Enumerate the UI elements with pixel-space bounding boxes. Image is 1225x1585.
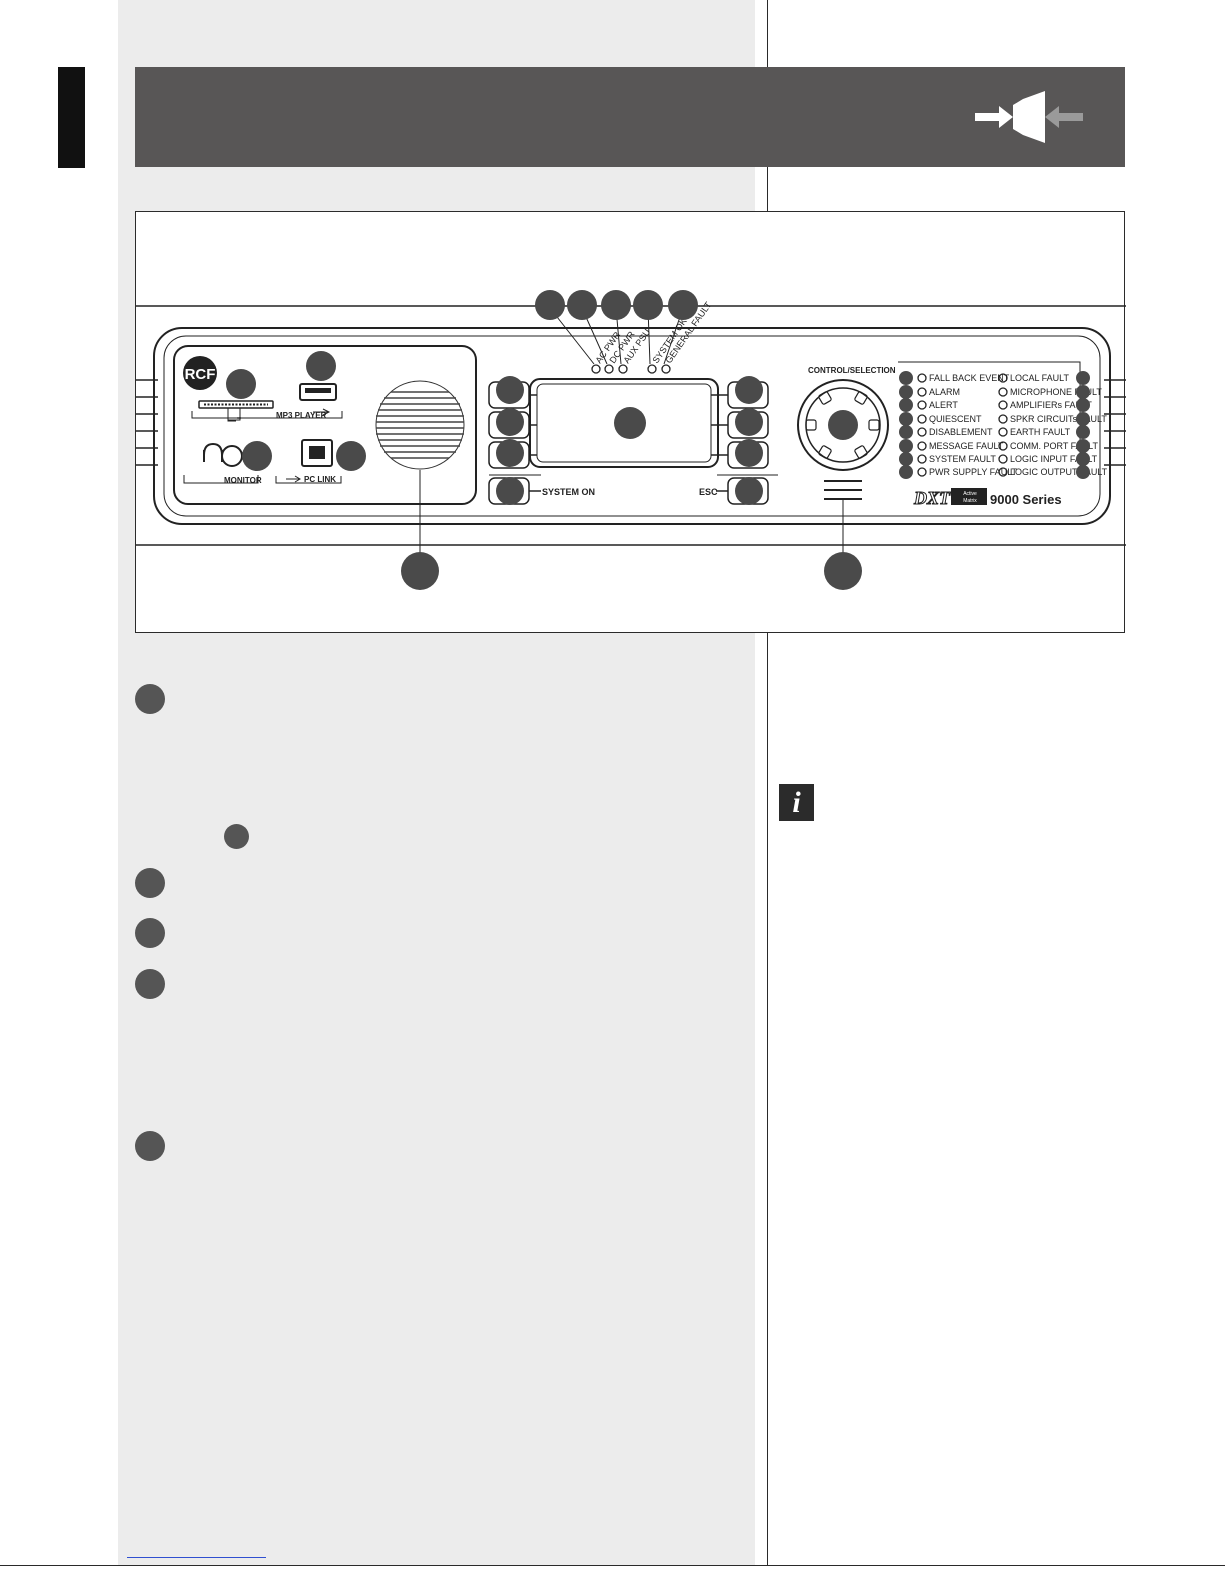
svg-text:ALERT: ALERT	[929, 400, 958, 410]
column-divider	[767, 0, 768, 1565]
svg-text:DISABLEMENT: DISABLEMENT	[929, 427, 993, 437]
list-bullet-5	[135, 1131, 165, 1161]
front-panel-figure: RCF SD MP3 PLAYER MONITOR PC LINK	[135, 211, 1126, 633]
sd-card-icon	[227, 407, 241, 421]
callout-speaker	[401, 552, 439, 590]
callout-microphone	[824, 552, 862, 590]
callout-4	[633, 290, 663, 320]
callout-1	[535, 290, 565, 320]
list-bullet-2	[135, 868, 165, 898]
svg-text:LOGIC OUTPUT FAULT: LOGIC OUTPUT FAULT	[1010, 467, 1108, 477]
svg-text:MP3 PLAYER: MP3 PLAYER	[276, 411, 327, 420]
rcf-logo: RCF	[185, 366, 216, 383]
svg-text:EARTH FAULT: EARTH FAULT	[1010, 427, 1071, 437]
list-sub-bullet	[224, 824, 249, 849]
callout-knob	[828, 410, 858, 440]
svg-text:MICROPHONE FAULT: MICROPHONE FAULT	[1010, 387, 1102, 397]
svg-text:DXT: DXT	[913, 488, 951, 508]
callout-pc-link	[336, 441, 366, 471]
usb-icon	[313, 408, 331, 416]
callout-display	[614, 407, 646, 439]
svg-text:FALL BACK EVENT: FALL BACK EVENT	[929, 373, 1010, 383]
svg-text:9000 Series: 9000 Series	[990, 492, 1062, 507]
callout-sd	[226, 369, 256, 399]
list-bullet-3	[135, 918, 165, 948]
svg-text:ESC: ESC	[699, 487, 718, 497]
list-bullet-1	[135, 684, 165, 714]
svg-text:MONITOR: MONITOR	[224, 476, 262, 485]
callout-2	[567, 290, 597, 320]
svg-text:SYSTEM ON: SYSTEM ON	[542, 487, 595, 497]
svg-text:PWR SUPPLY FAULT: PWR SUPPLY FAULT	[929, 467, 1018, 477]
svg-text:SD: SD	[237, 416, 242, 420]
callout-monitor	[242, 441, 272, 471]
svg-text:PC LINK: PC LINK	[304, 475, 336, 484]
svg-text:ALARM: ALARM	[929, 387, 960, 397]
svg-text:Matrix: Matrix	[963, 498, 977, 504]
list-bullet-4	[135, 969, 165, 999]
svg-text:COMM. PORT FAULT: COMM. PORT FAULT	[1010, 441, 1099, 451]
svg-text:LOCAL FAULT: LOCAL FAULT	[1010, 373, 1070, 383]
svg-text:LOGIC INPUT FAULT: LOGIC INPUT FAULT	[1010, 454, 1098, 464]
callout-3	[601, 290, 631, 320]
info-icon: i	[779, 784, 814, 821]
front-panel-drawing: RCF SD MP3 PLAYER MONITOR PC LINK	[136, 290, 1126, 590]
svg-text:CONTROL/SELECTION: CONTROL/SELECTION	[808, 366, 896, 375]
svg-text:QUIESCENT: QUIESCENT	[929, 414, 982, 424]
svg-text:SPKR CIRCUITs FAULT: SPKR CIRCUITs FAULT	[1010, 414, 1107, 424]
section-header-bar	[135, 67, 1125, 167]
svg-text:AMPLIFIERs FAULT: AMPLIFIERs FAULT	[1010, 400, 1092, 410]
svg-text:Active: Active	[963, 491, 977, 497]
callout-usb-a	[306, 351, 336, 381]
headphones-icon	[203, 442, 223, 462]
footer-link-underline[interactable]	[127, 1557, 266, 1558]
callout-5	[668, 290, 698, 320]
svg-text:MESSAGE FAULT: MESSAGE FAULT	[929, 441, 1004, 451]
section-tab-marker	[58, 67, 85, 168]
svg-text:SYSTEM FAULT: SYSTEM FAULT	[929, 454, 996, 464]
input-arrows-icon	[975, 91, 1083, 143]
footer-rule	[0, 1565, 1225, 1566]
